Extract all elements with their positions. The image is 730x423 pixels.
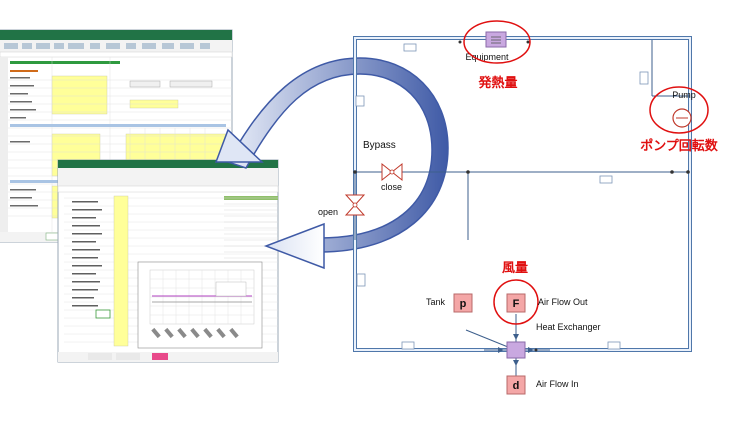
equipment-highlight bbox=[463, 20, 531, 64]
air-flow-out-icon bbox=[506, 293, 526, 313]
tank-label: Tank bbox=[426, 297, 446, 307]
circular-arrow bbox=[214, 57, 449, 270]
heat-generation-annotation: 発熱量 bbox=[477, 75, 517, 91]
open-valve-icon bbox=[344, 194, 366, 216]
excel-window-front bbox=[57, 159, 279, 363]
pump-speed-annotation: ポンプ回転数 bbox=[640, 138, 719, 154]
heat-exchanger-icon bbox=[506, 341, 526, 359]
bypass-close-label: close bbox=[381, 182, 402, 192]
air-flow-out-highlight bbox=[493, 279, 539, 325]
air-flow-in-label: Air Flow In bbox=[536, 379, 579, 389]
air-flow-in-icon bbox=[506, 375, 526, 395]
open-label: open bbox=[318, 207, 338, 217]
bypass-label: Bypass bbox=[363, 140, 396, 151]
tank-symbol: p bbox=[460, 298, 467, 310]
tank-icon bbox=[453, 293, 473, 313]
embedded-chart bbox=[137, 261, 263, 349]
air-flow-in-symbol: d bbox=[513, 380, 520, 392]
heat-exchanger-label: Heat Exchanger bbox=[536, 322, 601, 332]
air-flow-out-label: Air Flow Out bbox=[538, 297, 588, 307]
pump-label: Pump bbox=[672, 90, 696, 100]
air-volume-annotation: 風量 bbox=[502, 261, 528, 276]
bypass-valve-icon bbox=[381, 162, 403, 182]
cooling-loop-diagram: Equipment 発熱量 Pump ポンプ回転数 Bypass close o… bbox=[318, 20, 719, 395]
equipment-label: Equipment bbox=[465, 52, 509, 62]
equipment-icon bbox=[485, 31, 507, 48]
air-flow-out-symbol: F bbox=[513, 298, 520, 310]
pump-highlight bbox=[649, 86, 709, 134]
